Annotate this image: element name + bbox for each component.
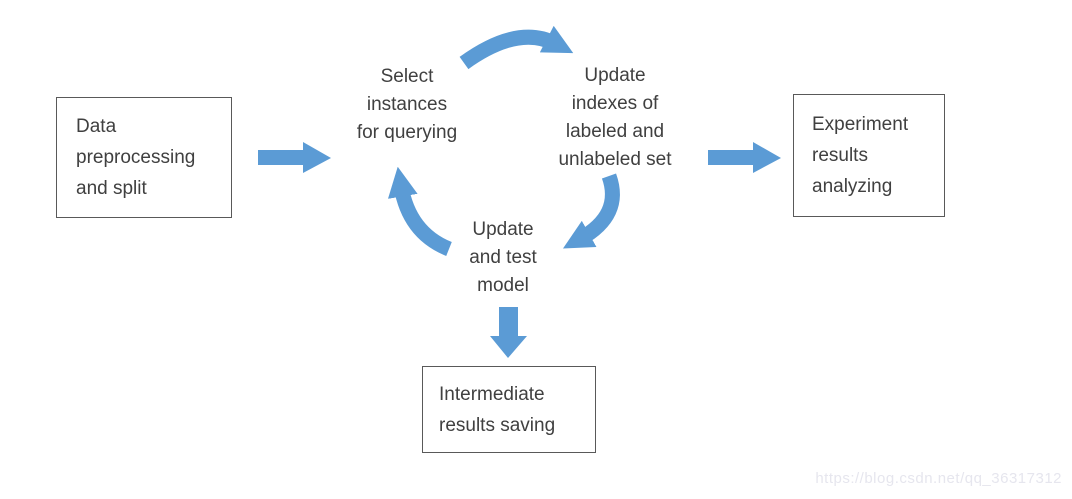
- node-label-line: results: [812, 145, 868, 166]
- node-label-line: unlabeled set: [558, 149, 672, 170]
- arrow-model-to-saving-icon: [490, 307, 527, 358]
- node-label-line: analyzing: [812, 176, 893, 197]
- node-label-line: Update: [472, 219, 534, 240]
- node-label-line: Experiment: [812, 114, 909, 135]
- node-label-line: and test: [469, 247, 537, 268]
- node-label-line: model: [477, 275, 529, 296]
- node-label-line: Data: [76, 116, 117, 137]
- node-intermediate-results: Intermediate results saving: [422, 366, 596, 453]
- node-label-line: Intermediate: [439, 383, 545, 405]
- csdn-watermark: https://blog.csdn.net/qq_36317312: [815, 470, 1062, 487]
- arrow-data-to-cycle-icon: [258, 142, 331, 173]
- node-label-line: Select: [380, 66, 434, 87]
- node-update-indexes: Update indexes of labeled and unlabeled …: [533, 62, 697, 174]
- node-data-preprocessing: Data preprocessing and split: [56, 97, 232, 218]
- arrow-indexes-to-model-icon: [562, 173, 620, 249]
- node-label-line: results saving: [439, 414, 556, 436]
- node-label-line: preprocessing: [76, 147, 196, 168]
- node-update-model: Update and test model: [440, 216, 566, 300]
- node-label-line: instances: [366, 94, 448, 115]
- node-label-line: labeled and: [565, 121, 665, 142]
- arrow-select-to-indexes-icon: [459, 25, 574, 70]
- node-select-instances: Select instances for querying: [327, 63, 487, 147]
- node-label-line: Update: [584, 65, 646, 86]
- node-label-line: for querying: [356, 122, 458, 143]
- arrow-cycle-to-results-icon: [708, 142, 781, 173]
- node-label-line: and split: [76, 178, 147, 199]
- node-label-line: indexes of: [571, 93, 659, 114]
- node-experiment-results: Experiment results analyzing: [793, 94, 945, 217]
